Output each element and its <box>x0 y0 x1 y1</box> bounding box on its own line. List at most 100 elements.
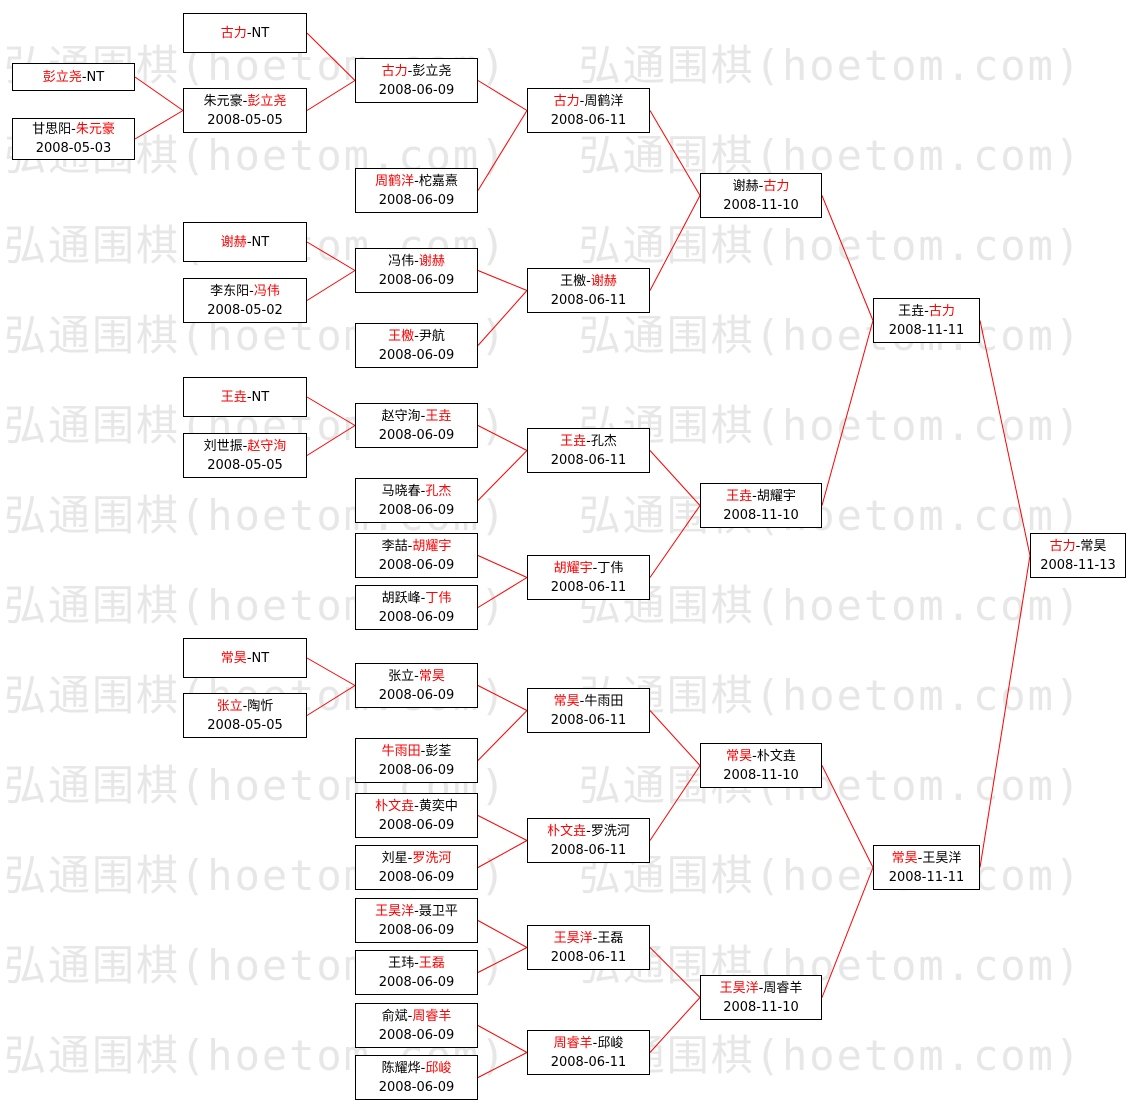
bracket-connector <box>306 241 356 271</box>
vs-dash: - <box>414 955 419 971</box>
match-xiehe-bye[interactable]: 谢赫-NT <box>183 222 307 262</box>
vs-dash: - <box>917 850 923 866</box>
match-players: 王檄-尹航 <box>388 327 445 346</box>
bracket-connector <box>649 195 701 291</box>
match-date: 2008-06-09 <box>378 557 455 573</box>
bracket-connector <box>306 80 356 111</box>
match-wangyao-bye[interactable]: 王垚-NT <box>183 377 307 417</box>
player2-name: 柁嘉熹 <box>418 173 458 189</box>
bracket-connector <box>477 270 528 291</box>
bracket-connector <box>649 110 701 196</box>
vs-dash: - <box>592 930 598 946</box>
player2-name: 朴文垚 <box>756 748 796 764</box>
bracket-connector <box>649 997 701 1053</box>
bracket-connector <box>134 76 184 111</box>
player1-name: 刘世振 <box>203 438 243 454</box>
player2-name: 赵守洵 <box>247 438 287 454</box>
vs-dash: - <box>924 303 929 319</box>
bracket-connector <box>477 815 528 841</box>
bracket-connector <box>649 765 701 841</box>
player1-name: 王檄 <box>560 273 587 289</box>
player1-name: 李喆 <box>381 538 408 554</box>
vs-dash: - <box>249 283 254 299</box>
player1-name: 刘星 <box>381 850 408 866</box>
match-date: 2008-06-11 <box>550 712 627 728</box>
match-changhao-bye[interactable]: 常昊-NT <box>183 638 307 678</box>
watermark-text: 弘通围棋(hoetom.com) 弘通围棋(hoetom.com) <box>4 761 1083 810</box>
match-date: 2008-05-05 <box>207 112 283 128</box>
vs-dash: - <box>758 178 764 194</box>
match-date: 2008-06-11 <box>550 949 627 965</box>
player1-name: 胡耀宇 <box>553 560 593 576</box>
player1-name: 周睿羊 <box>553 1035 593 1051</box>
player1-name: 牛雨田 <box>381 743 421 759</box>
player2-name: 丁伟 <box>597 560 624 576</box>
match-players: 牛雨田-彭荃 <box>382 742 452 761</box>
player1-name: 古力 <box>220 25 247 41</box>
player2-name: 古力 <box>928 303 955 319</box>
vs-dash: - <box>752 748 757 764</box>
player1-name: 赵守洵 <box>381 408 421 424</box>
vs-dash: - <box>579 693 585 709</box>
match-players: 王昊洋-王磊 <box>554 929 624 948</box>
bracket-connector <box>477 947 528 973</box>
match-pengliyao-bye[interactable]: 彭立尧-NT <box>12 63 135 91</box>
match-guli-bye[interactable]: 古力-NT <box>183 13 307 53</box>
player2-name: 胡耀宇 <box>756 488 796 504</box>
match-players: 王垚-孔杰 <box>560 432 617 451</box>
bracket-connector <box>477 290 528 346</box>
match-date: 2008-05-02 <box>207 302 283 318</box>
vs-dash: - <box>246 234 252 250</box>
bracket-connector <box>477 1025 528 1053</box>
vs-dash: - <box>592 560 598 576</box>
bracket-connector <box>477 425 528 451</box>
match-players: 王玮-王磊 <box>388 954 445 973</box>
vs-dash: - <box>420 408 426 424</box>
player2-name: NT <box>251 25 270 41</box>
vs-dash: - <box>407 850 413 866</box>
player1-name: 胡跃峰 <box>381 590 421 606</box>
match-players: 王昊洋-周睿羊 <box>720 979 803 998</box>
match-players: 彭立尧-NT <box>43 68 104 87</box>
player2-name: 聂卫平 <box>418 903 458 919</box>
vs-dash: - <box>420 1060 426 1076</box>
match-players: 古力-周鹤洋 <box>554 92 624 111</box>
